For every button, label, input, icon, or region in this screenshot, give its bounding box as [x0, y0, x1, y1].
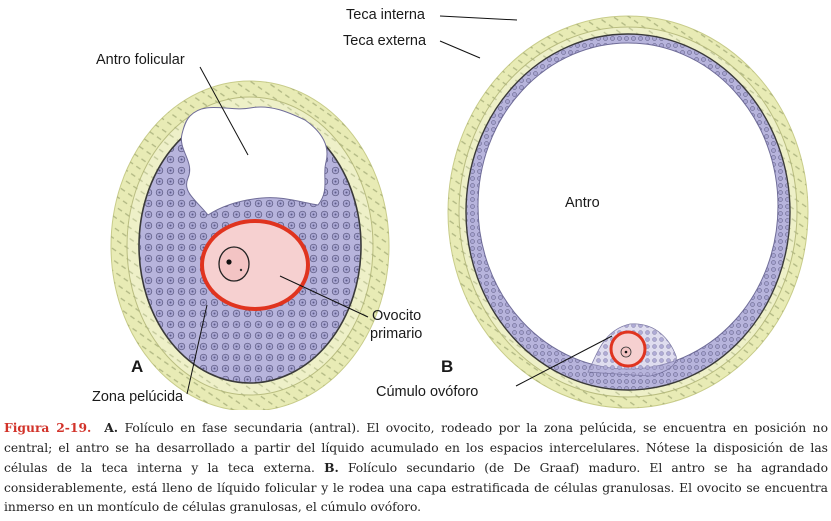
caption-marker-b: B. [324, 460, 339, 476]
antro-shape [477, 42, 779, 370]
label-ovocito-line1: Ovocito [372, 308, 422, 324]
caption-text-b: Folículo secundario (de De Graaf) maduro… [4, 461, 828, 515]
follicle-a [110, 66, 390, 410]
label-antro: Antro [565, 195, 600, 211]
caption-marker-a: A. [104, 420, 119, 435]
caption-text-a: Folículo en fase secundaria (antral). El… [4, 421, 828, 476]
leader-antro-folicular [199, 66, 249, 156]
label-zona-pelucida: Zona pelúcida [92, 389, 184, 405]
nucleus-a [218, 246, 250, 282]
caption-figure-number: Figura 2-19. [4, 420, 92, 435]
panel-label-b: B [441, 357, 454, 376]
figure-area: Antro folicular Ovocito primario Zona pe… [92, 7, 809, 410]
label-ovocito-line2: primario [370, 326, 423, 342]
label-antro-folicular: Antro folicular [96, 52, 185, 68]
zona-pelucida-a [200, 219, 310, 311]
follicle-illustration [110, 15, 809, 410]
figure-caption: Figura 2-19. A. Folículo en fase secunda… [4, 418, 828, 518]
panel-label-a: A [131, 357, 144, 376]
leader-teca-interna [439, 15, 518, 21]
leader-cumulo-ovoforo [515, 335, 613, 387]
leader-zona-pelucida [186, 304, 208, 395]
label-teca-externa: Teca externa [343, 33, 427, 49]
antro-folicular-shape [180, 106, 328, 216]
label-cumulo-ovoforo: Cúmulo ovóforo [376, 384, 479, 400]
leader-ovocito [279, 275, 369, 318]
leader-teca-externa [439, 40, 481, 59]
follicle-b [439, 15, 809, 409]
label-teca-interna: Teca interna [346, 7, 425, 23]
